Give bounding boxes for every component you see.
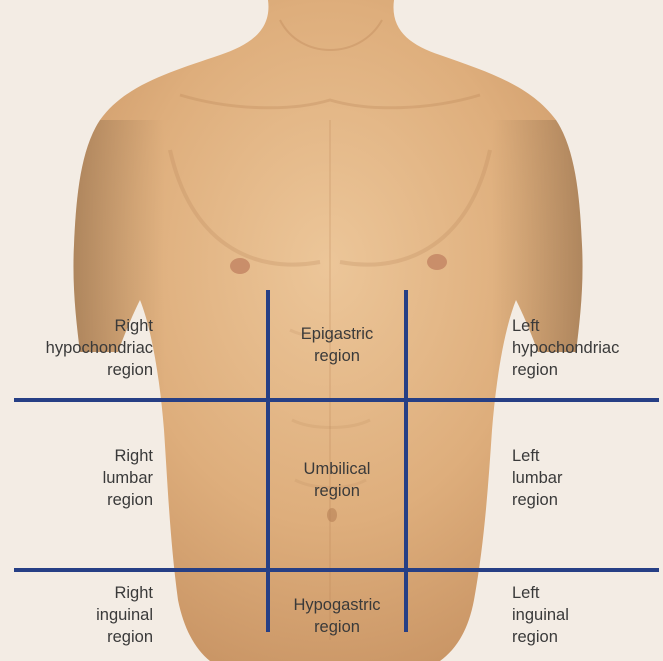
label-line: region <box>96 626 153 648</box>
umbilical-label: Umbilical region <box>268 458 406 502</box>
label-line: region <box>512 359 619 381</box>
label-line: lumbar <box>103 467 153 489</box>
right-nipple <box>230 258 250 274</box>
label-line: hypochondriac <box>46 337 153 359</box>
label-line: Right <box>103 445 153 467</box>
label-line: hypochondriac <box>512 337 619 359</box>
label-line: Right <box>46 315 153 337</box>
right-inguinal-label: Right inguinal region <box>96 582 153 648</box>
label-line: region <box>46 359 153 381</box>
navel <box>327 508 337 522</box>
left-lumbar-label: Left lumbar region <box>512 445 562 511</box>
label-line: inguinal <box>96 604 153 626</box>
label-line: region <box>268 480 406 502</box>
label-line: region <box>103 489 153 511</box>
left-hypochondriac-label: Left hypochondriac region <box>512 315 619 381</box>
left-nipple <box>427 254 447 270</box>
epigastric-label: Epigastric region <box>268 323 406 367</box>
label-line: region <box>512 626 569 648</box>
label-line: Umbilical <box>268 458 406 480</box>
label-line: Epigastric <box>268 323 406 345</box>
label-line: lumbar <box>512 467 562 489</box>
label-line: Left <box>512 582 569 604</box>
label-line: Left <box>512 315 619 337</box>
label-line: region <box>268 616 406 638</box>
label-line: Right <box>96 582 153 604</box>
label-line: Left <box>512 445 562 467</box>
left-inguinal-label: Left inguinal region <box>512 582 569 648</box>
label-line: region <box>512 489 562 511</box>
label-line: region <box>268 345 406 367</box>
hypogastric-label: Hypogastric region <box>268 594 406 638</box>
label-line: Hypogastric <box>268 594 406 616</box>
right-hypochondriac-label: Right hypochondriac region <box>46 315 153 381</box>
right-lumbar-label: Right lumbar region <box>103 445 153 511</box>
label-line: inguinal <box>512 604 569 626</box>
